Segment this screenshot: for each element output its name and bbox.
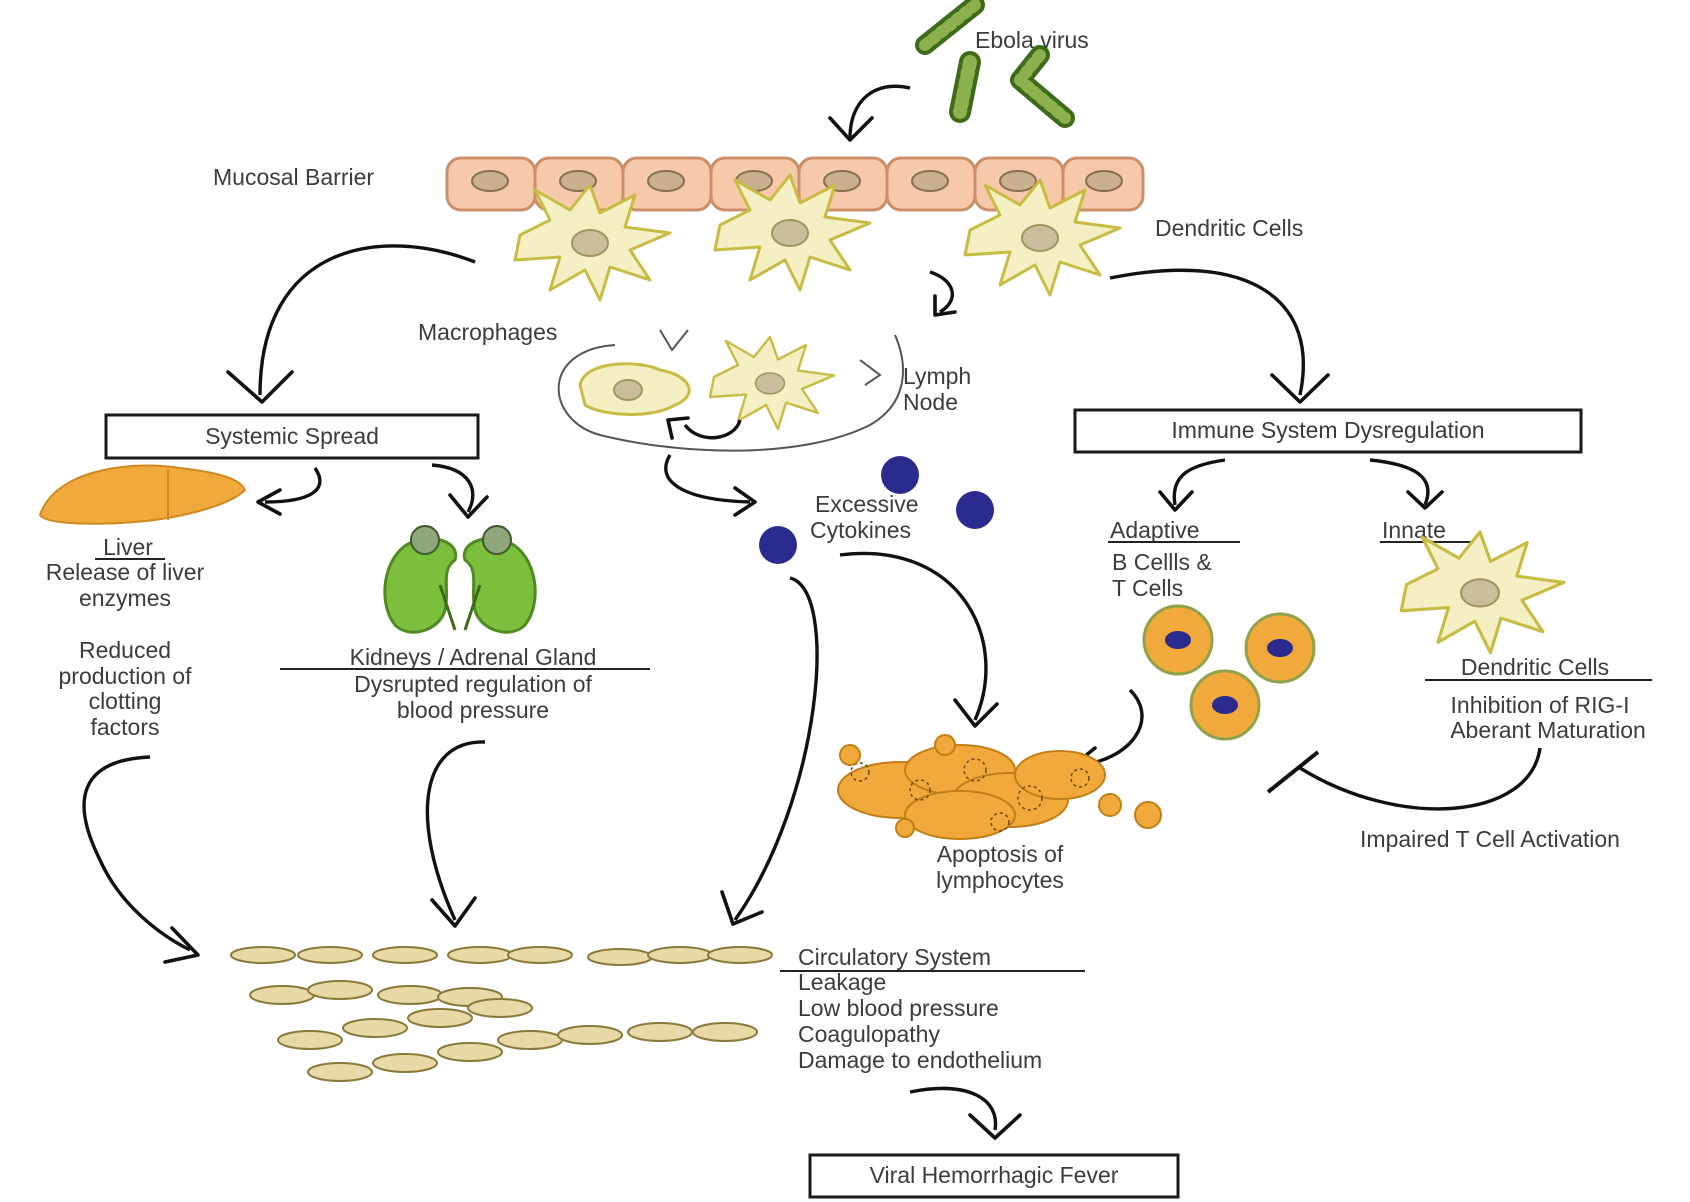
lymph-dendritic-cell-icon [708,335,836,431]
lymphocyte-icon [1244,612,1316,684]
arrow-to-immune-dysregulation [1109,268,1306,396]
blood-vessel-endothelium-icon [230,946,773,1082]
inhibition-curve [1299,747,1542,811]
ebola-virus-icon [915,0,1075,128]
arrow-dendritic-to-lymph [929,270,954,314]
clotting-line1: Reduced [79,637,171,663]
arrow-to-liver [264,467,322,504]
liver-line1: Release of liver [46,559,205,585]
kidneys-icon [383,525,537,634]
apoptotic-lymphocytes-icon [837,734,1162,840]
arrow-to-kidneys [431,463,475,513]
lymphocyte-icon [1189,669,1261,741]
innate-dendritic-line1: Inhibition of RIG-I [1451,692,1630,718]
arrow-kidneys-to-circulatory [425,740,486,921]
arrow-to-cytokines [664,454,751,504]
arrow-to-viral-hemorrhagic-fever [909,1086,998,1131]
liver-icon [38,464,247,525]
cytokine-dot [956,491,994,529]
clotting-line2: production of [59,663,193,689]
arrow-to-systemic-spread [258,244,476,396]
arrow-cytokines-to-apoptosis [839,551,988,721]
apoptosis-line1: Apoptosis of [937,841,1064,867]
systemic-spread-label: Systemic Spread [205,423,379,449]
viral-hemorrhagic-fever-label: Viral Hemorrhagic Fever [870,1162,1119,1188]
clotting-line4: factors [90,714,159,740]
cytokines-line2: Cytokines [810,517,911,543]
lymph-node-label-line2: Node [903,389,958,415]
circulatory-item: Coagulopathy [798,1021,940,1047]
innate-label: Innate [1382,517,1446,543]
kidneys-line2: blood pressure [397,697,549,723]
liver-title: Liver [103,534,153,560]
lymph-node-label-line1: Lymph [903,363,971,389]
ebola-virus-label: Ebola virus [975,27,1089,53]
impaired-t-cell-label: Impaired T Cell Activation [1360,826,1620,852]
arrow-to-adaptive [1172,458,1226,506]
lymphocyte-icon [1142,604,1214,676]
adaptive-label: Adaptive [1110,517,1200,543]
viral-hemorrhagic-fever-box [808,1153,1180,1199]
arrow-virus-to-mucosa [848,84,911,139]
immune-dysregulation-label: Immune System Dysregulation [1171,417,1484,443]
circulatory-item: Damage to endothelium [798,1047,1042,1073]
innate-dendritic-line2: Aberant Maturation [1450,717,1646,743]
lymph-node-outline [557,334,904,452]
circulatory-title: Circulatory System [798,944,991,970]
arrow-to-innate [1369,458,1430,506]
dendritic-cells-label: Dendritic Cells [1155,215,1303,241]
kidneys-line1: Dysrupted regulation of [354,671,592,697]
circulatory-item: Leakage [798,969,886,995]
adaptive-line2: T Cells [1112,575,1183,601]
arrow-cytokines-to-circulatory [733,576,819,921]
immune-dysregulation-box [1073,408,1583,454]
clotting-line3: clotting [89,688,162,714]
kidneys-title: Kidneys / Adrenal Gland [350,644,597,670]
macrophages-label: Macrophages [418,319,557,345]
cytokines-line1: Excessive [815,491,919,517]
liver-line2: enzymes [79,585,171,611]
cytokine-dot [881,456,919,494]
arrow-clotting-to-circulatory [82,755,191,952]
innate-dendritic-title: Dendritic Cells [1461,654,1609,680]
mucosal-barrier-label: Mucosal Barrier [213,164,374,190]
systemic-spread-box [104,413,480,460]
circulatory-item: Low blood pressure [798,995,999,1021]
apoptosis-line2: lymphocytes [936,867,1064,893]
cytokine-dot [759,526,797,564]
arrow-within-lymph-node [683,419,742,440]
innate-dendritic-cell-icon [1399,530,1566,655]
adaptive-line1: B Cellls & [1112,549,1212,575]
